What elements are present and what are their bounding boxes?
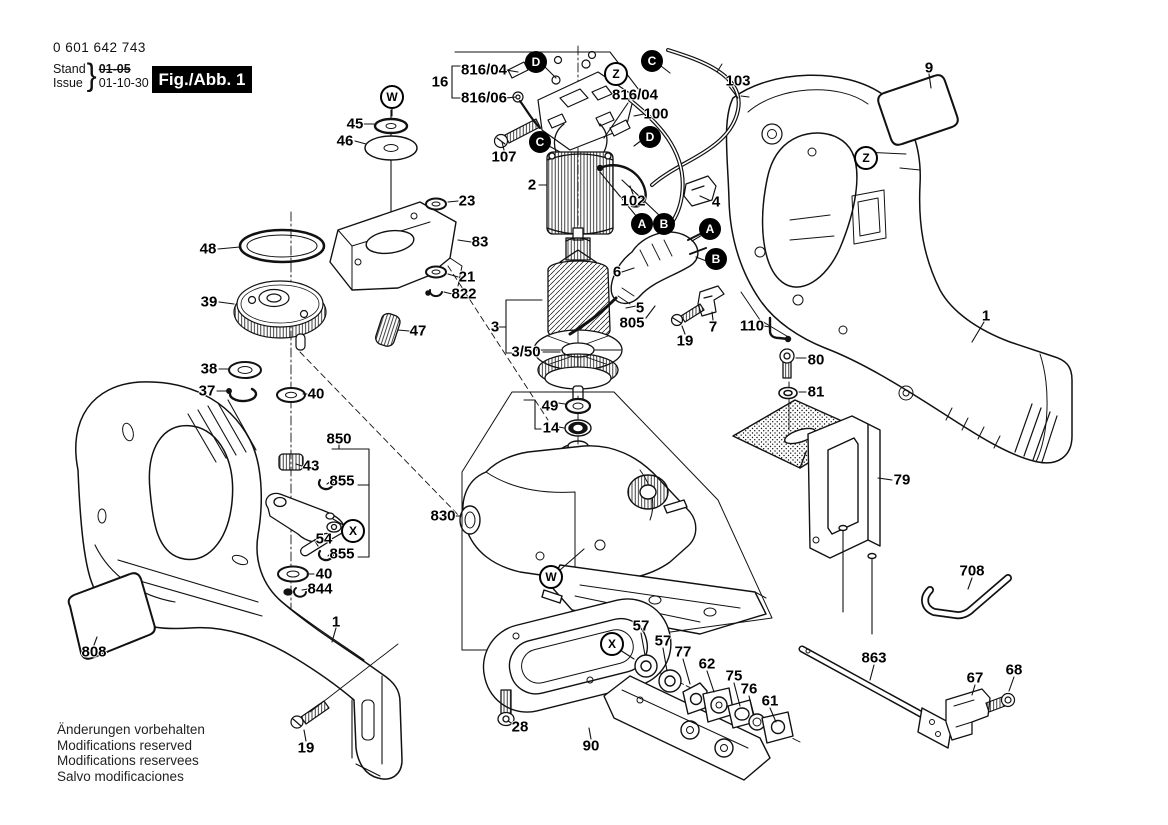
bracket-4 — [683, 175, 717, 207]
washer-38 — [228, 361, 262, 379]
roller-47 — [375, 312, 401, 347]
washer-40-upper — [276, 387, 306, 403]
circlip-37 — [226, 387, 258, 403]
gear-39 — [233, 280, 327, 351]
footer-notice: Änderungen vorbehalten Modifications res… — [57, 722, 205, 784]
gearbox-830 — [459, 440, 877, 635]
part-number: 0 601 642 743 — [53, 40, 146, 55]
footer-line-en: Modifications reserved — [57, 737, 193, 753]
screw-19-left — [290, 700, 330, 729]
sticker-9 — [877, 74, 959, 146]
switch-assembly-16 — [507, 50, 635, 151]
screw-107 — [493, 118, 541, 149]
stator-2 — [546, 123, 614, 235]
leader-lines — [93, 65, 1015, 742]
screw-80 — [779, 348, 795, 391]
sticker-808 — [67, 572, 156, 660]
washers-49-14 — [564, 395, 592, 445]
figure-label-box: Fig./Abb. 1 — [152, 66, 252, 93]
issue-label: Issue — [53, 76, 83, 90]
baseplate-90 — [482, 598, 771, 781]
document-part-number-block: 0 601 642 743 — [53, 40, 146, 55]
hex-key-708 — [921, 574, 1012, 620]
armature-3 — [533, 227, 623, 411]
washer-23 — [425, 197, 447, 211]
footer-line-de: Änderungen vorbehalten — [57, 722, 205, 737]
shaft-washers-45-46 — [364, 109, 418, 229]
pin-110 — [768, 316, 792, 343]
o-ring-48 — [238, 228, 326, 264]
stand-label: Stand — [53, 62, 86, 76]
bracket-79 — [799, 415, 881, 559]
stand-value-struck: 01-05 — [98, 62, 131, 76]
rod-863 — [798, 645, 953, 749]
washer-21 — [425, 265, 447, 279]
group-brackets — [331, 51, 640, 558]
stand-issue-block: Stand Issue } 01-05 01-10-30 — [53, 58, 149, 93]
wire-102 — [596, 164, 647, 208]
footer-line-es: Salvo modificaciones — [57, 768, 184, 784]
housing-left-half — [75, 381, 403, 780]
hardware-row — [634, 654, 794, 744]
cover-plate-83 — [329, 201, 463, 291]
lever-group-850 — [265, 453, 345, 598]
screw-68 — [985, 692, 1016, 713]
screw-28 — [497, 689, 515, 727]
cable-100 — [628, 98, 685, 247]
brace-glyph: } — [86, 58, 97, 93]
footer-line-fr: Modifications reservees — [57, 753, 199, 768]
cord-plug-6 — [568, 231, 707, 336]
clamp-67 — [945, 688, 991, 741]
issue-value: 01-10-30 — [98, 76, 149, 90]
screw-19-right — [670, 303, 705, 327]
housing-right-half — [725, 74, 1073, 464]
clip-822 — [425, 289, 443, 298]
